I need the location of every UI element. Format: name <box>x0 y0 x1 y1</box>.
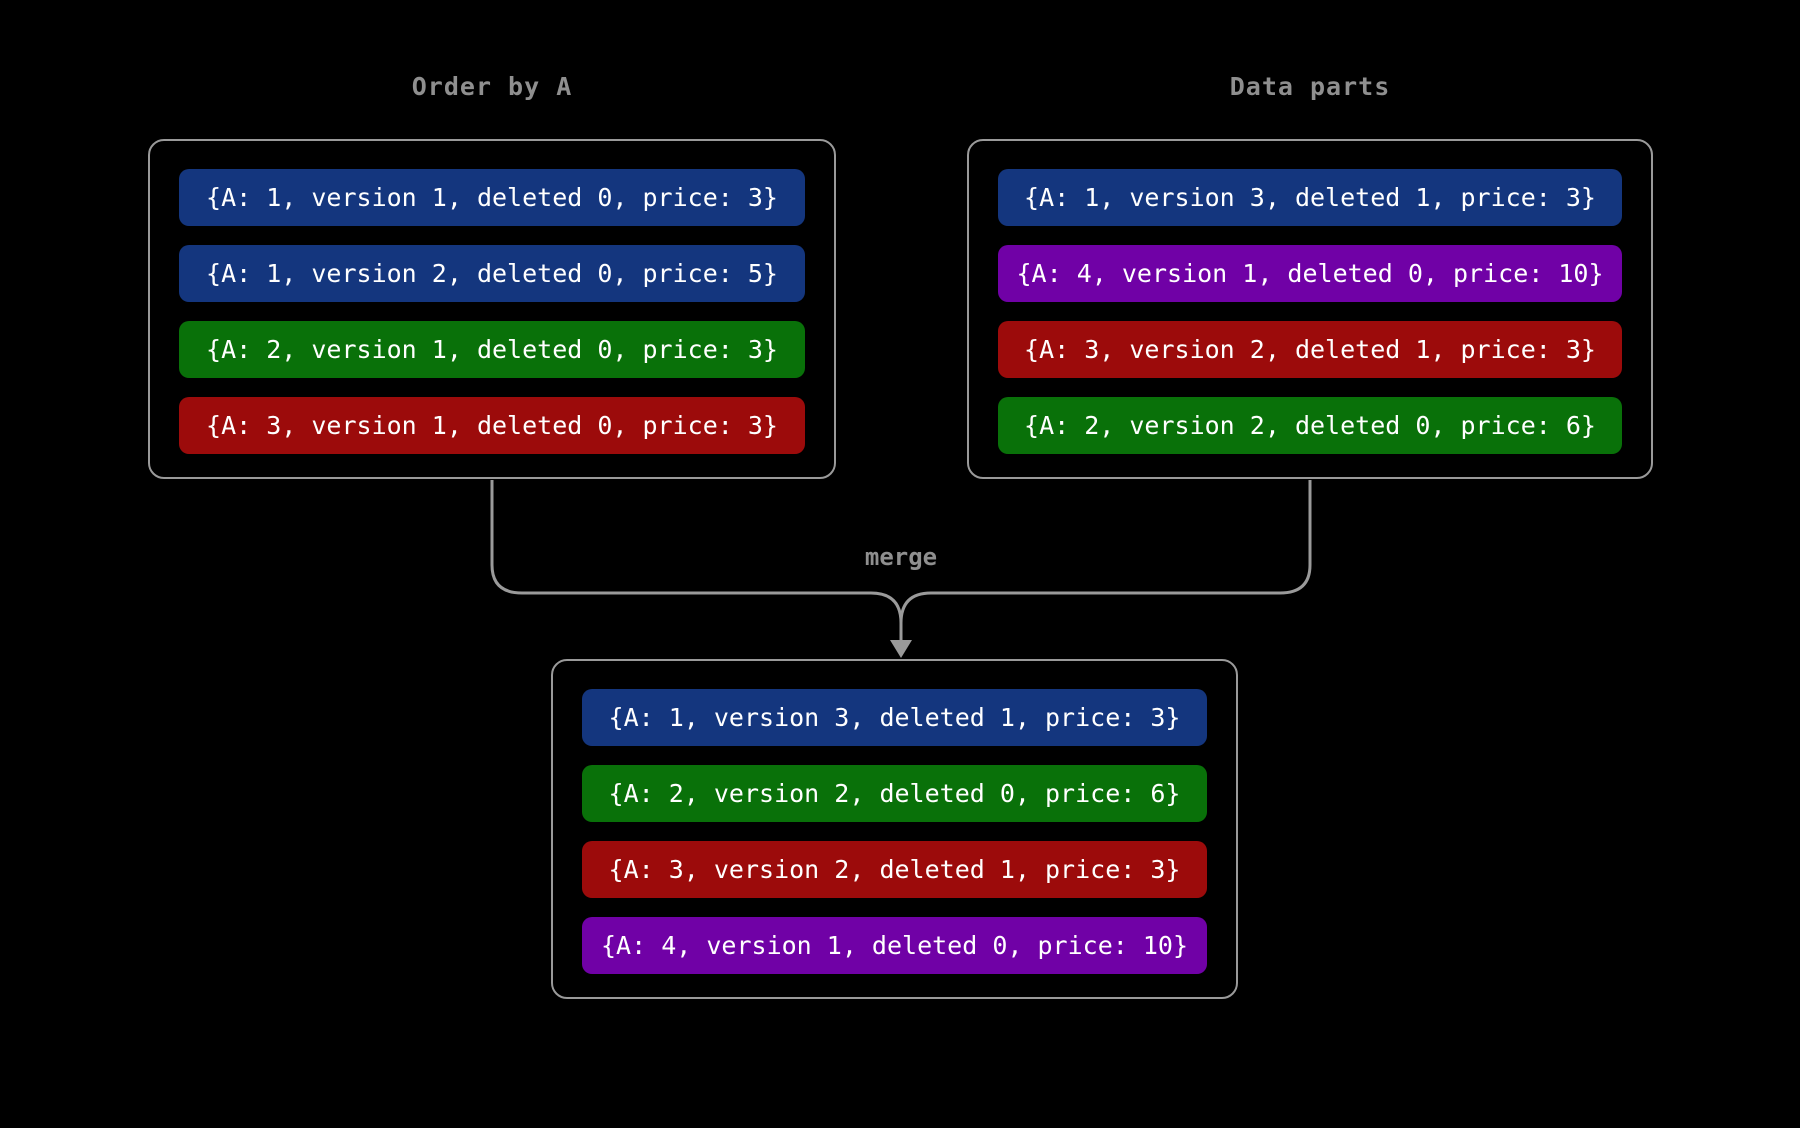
data-parts-box: {A: 1, version 3, deleted 1, price: 3} {A… <box>967 139 1653 479</box>
data-row: {A: 1, version 1, deleted 0, price: 3} <box>179 169 805 226</box>
data-row: {A: 3, version 2, deleted 1, price: 3} <box>998 321 1622 378</box>
data-row: {A: 3, version 1, deleted 0, price: 3} <box>179 397 805 454</box>
order-by-a-title: Order by A <box>411 72 573 101</box>
data-row: {A: 1, version 2, deleted 0, price: 5} <box>179 245 805 302</box>
data-row: {A: 2, version 1, deleted 0, price: 3} <box>179 321 805 378</box>
merge-arrow-icon <box>890 640 912 658</box>
data-row: {A: 4, version 1, deleted 0, price: 10} <box>998 245 1622 302</box>
merge-label: merge <box>864 543 938 571</box>
data-row: {A: 1, version 3, deleted 1, price: 3} <box>582 689 1207 746</box>
data-row: {A: 4, version 1, deleted 0, price: 10} <box>582 917 1207 974</box>
data-row: {A: 2, version 2, deleted 0, price: 6} <box>998 397 1622 454</box>
merged-result-box: {A: 1, version 3, deleted 1, price: 3} {A… <box>551 659 1238 999</box>
data-row: {A: 3, version 2, deleted 1, price: 3} <box>582 841 1207 898</box>
data-row: {A: 2, version 2, deleted 0, price: 6} <box>582 765 1207 822</box>
data-row: {A: 1, version 3, deleted 1, price: 3} <box>998 169 1622 226</box>
order-by-a-box: {A: 1, version 1, deleted 0, price: 3} {A… <box>148 139 836 479</box>
data-parts-title: Data parts <box>1229 72 1391 101</box>
